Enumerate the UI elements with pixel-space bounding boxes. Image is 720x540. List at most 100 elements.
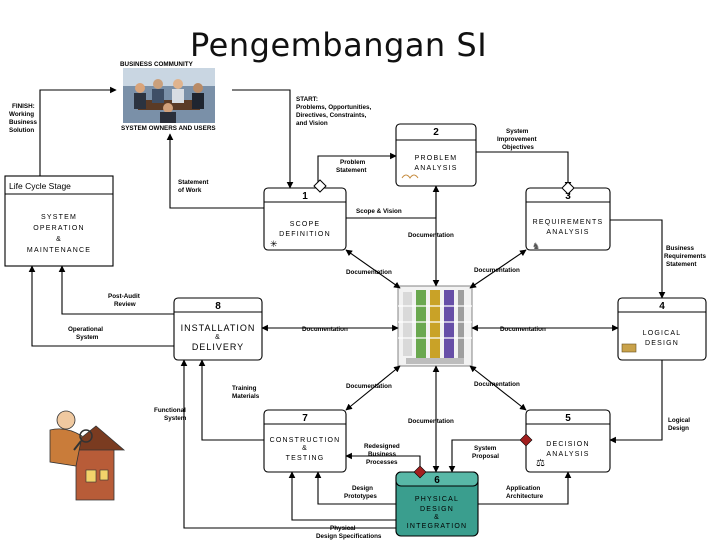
label-functional-system: Functional System (154, 407, 187, 422)
phase-6-name-1: PHYSICAL (415, 496, 459, 503)
label-documentation-lower-right: Documentation (474, 381, 520, 388)
phase-3-name-2: ANALYSIS (546, 229, 589, 236)
phase-5-name-2: ANALYSIS (546, 451, 589, 458)
page-title: Pengembangan SI (190, 26, 488, 64)
business-community-photo (123, 68, 215, 123)
svg-text:Proposal: Proposal (472, 453, 499, 460)
phase-8-name-3: DELIVERY (192, 342, 244, 352)
lifecycle-stage-line2: OPERATION (33, 225, 85, 232)
phase-6-physical-design: 6 PHYSICAL DESIGN & INTEGRATION (395, 471, 479, 537)
label-start: START: Problems, Opportunities, Directiv… (296, 96, 371, 127)
phase-4-logical-design: 4 LOGICAL DESIGN (617, 297, 707, 361)
svg-text:Business: Business (666, 245, 694, 252)
phase-5-decision-analysis: 5 DECISION ANALYSIS ⚖ (525, 409, 611, 473)
phase-3-name-1: REQUIREMENTS (533, 219, 604, 226)
phase-3-number: 3 (565, 191, 571, 202)
svg-text:Business: Business (368, 451, 396, 458)
phase-4-number: 4 (659, 301, 665, 312)
label-documentation-top: Documentation (408, 232, 454, 239)
central-repository-icon (397, 285, 473, 367)
label-documentation-upper-right: Documentation (474, 267, 520, 274)
books-icon (621, 343, 637, 353)
label-documentation-bottom: Documentation (408, 418, 454, 425)
phase-2-name-1: PROBLEM (415, 155, 458, 162)
phase-1-name-1: SCOPE (290, 221, 321, 228)
svg-text:Redesigned: Redesigned (364, 443, 400, 450)
phase-7-name-1: CONSTRUCTION (270, 437, 341, 444)
figure-icon: ♞ (532, 241, 540, 251)
label-design-prototypes: Design Prototypes (344, 485, 377, 500)
phase-1-number: 1 (302, 191, 308, 202)
svg-text:Training: Training (232, 385, 257, 392)
lifecycle-stage-line1: SYSTEM (41, 214, 77, 221)
svg-text:Statement: Statement (666, 261, 697, 268)
phase-6-name-2: DESIGN (420, 506, 454, 513)
svg-text:Materials: Materials (232, 393, 260, 400)
label-logical-design: Logical Design (668, 417, 690, 432)
svg-text:of Work: of Work (178, 187, 202, 194)
phase-2-problem-analysis: 2 PROBLEM ANALYSIS (395, 123, 477, 187)
phase-5-number: 5 (565, 413, 571, 424)
phase-5-name-1: DECISION (546, 441, 589, 448)
svg-text:Statement: Statement (178, 179, 209, 186)
svg-text:Business: Business (9, 119, 37, 126)
label-operational-system: Operational System (68, 326, 103, 341)
phase-1-scope-definition: 1 SCOPE DEFINITION ✳ (263, 187, 347, 251)
business-community-title: BUSINESS COMMUNITY (120, 61, 194, 68)
label-statement-of-work: Statement of Work (178, 179, 209, 194)
scales-icon: ⚖ (536, 458, 545, 469)
phase-7-number: 7 (302, 413, 308, 424)
label-documentation-right: Documentation (500, 326, 546, 333)
phase-8-installation-delivery: 8 INSTALLATION & DELIVERY (173, 297, 263, 361)
svg-text:Directives, Constraints,: Directives, Constraints, (296, 112, 367, 119)
svg-text:Logical: Logical (668, 417, 690, 424)
svg-text:System: System (506, 128, 529, 135)
phase-7-name-2: & (302, 445, 308, 452)
label-documentation-left: Documentation (302, 326, 348, 333)
label-post-audit-review: Post-Audit Review (108, 293, 141, 308)
phase-3-requirements-analysis: 3 REQUIREMENTS ANALYSIS ♞ (525, 187, 611, 251)
svg-text:START:: START: (296, 96, 318, 103)
label-business-requirements-statement: Business Requirements Statement (664, 245, 706, 268)
lifecycle-stage-line4: MAINTENANCE (27, 247, 91, 254)
svg-text:Problem: Problem (340, 159, 366, 166)
label-system-proposal: System Proposal (472, 445, 499, 460)
svg-text:Prototypes: Prototypes (344, 493, 377, 500)
label-redesigned-business-processes: Redesigned Business Processes (364, 443, 400, 466)
phase-8-number: 8 (215, 301, 221, 312)
svg-text:System: System (76, 334, 99, 341)
label-finish: FINISH: Working Business Solution (9, 103, 37, 134)
phase-2-number: 2 (433, 127, 439, 138)
label-scope-vision: Scope & Vision (356, 208, 402, 215)
svg-text:Application: Application (506, 485, 540, 492)
label-problem-statement: Problem Statement (336, 159, 367, 174)
svg-text:Statement: Statement (336, 167, 367, 174)
svg-text:Requirements: Requirements (664, 253, 706, 260)
phase-4-name-2: DESIGN (645, 340, 679, 347)
svg-text:System: System (164, 415, 187, 422)
phase-6-number: 6 (434, 475, 440, 486)
svg-text:Functional: Functional (154, 407, 186, 414)
svg-text:Problems, Opportunities,: Problems, Opportunities, (296, 104, 371, 111)
svg-text:Operational: Operational (68, 326, 103, 333)
business-community-subtitle: SYSTEM OWNERS AND USERS (121, 125, 216, 132)
label-documentation-lower-left: Documentation (346, 383, 392, 390)
svg-text:Processes: Processes (366, 459, 398, 466)
phase-7-construction-testing: 7 CONSTRUCTION & TESTING (263, 409, 347, 473)
bike-icon (401, 174, 419, 179)
lifecycle-stage-line3: & (56, 236, 62, 243)
phase-7-name-3: TESTING (286, 455, 325, 462)
svg-text:Design Specifications: Design Specifications (316, 533, 382, 540)
compass-icon: ✳ (270, 239, 278, 249)
phase-2-name-2: ANALYSIS (414, 165, 457, 172)
label-application-architecture: Application Architecture (506, 485, 544, 500)
lifecycle-stage-box: Life Cycle Stage SYSTEM OPERATION & MAIN… (4, 175, 114, 267)
phase-1-name-2: DEFINITION (279, 231, 331, 238)
phase-6-name-3: & (434, 514, 440, 521)
svg-text:and Vision: and Vision (296, 120, 328, 127)
svg-text:Design: Design (668, 425, 689, 432)
label-system-improvement-objectives: System Improvement Objectives (497, 128, 537, 151)
svg-text:Solution: Solution (9, 127, 34, 134)
label-physical-design-specifications: Physical Design Specifications (316, 525, 382, 540)
